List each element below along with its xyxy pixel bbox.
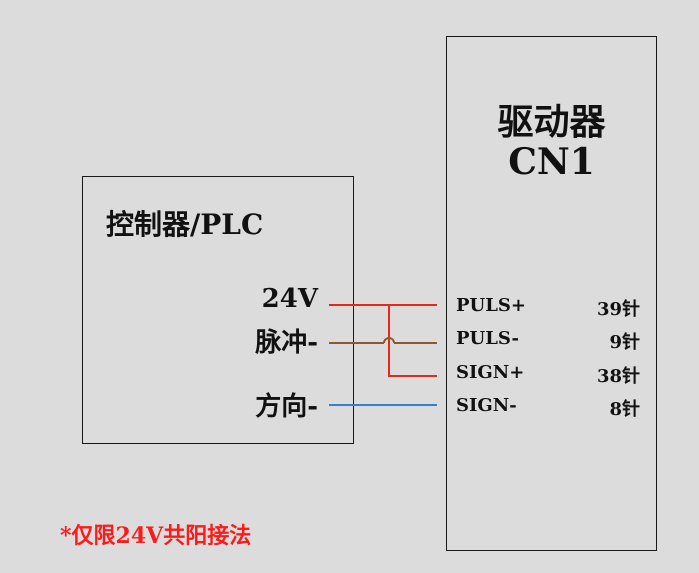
- controller-box: [82, 176, 354, 444]
- signal-sign-plus: SIGN+: [456, 362, 525, 383]
- driver-box: [446, 36, 657, 551]
- pin-puls-minus: 9针: [609, 332, 640, 353]
- signal-sign-minus: SIGN-: [456, 395, 517, 416]
- pin-puls-plus: 39针: [596, 299, 640, 320]
- pin-sign-minus: 8针: [609, 399, 640, 420]
- wire-pulse-hop: [383, 337, 395, 344]
- signal-puls-minus: PULS-: [456, 328, 520, 349]
- terminal-direction-label: 方向-: [255, 392, 318, 422]
- signal-puls-plus: PULS+: [456, 295, 526, 316]
- terminal-pulse-label: 脉冲-: [255, 328, 318, 358]
- pin-sign-plus: 38针: [596, 366, 640, 387]
- driver-title-line1: 驱动器: [497, 101, 606, 143]
- wire-24v-branch: [388, 305, 437, 377]
- driver-title: 驱动器 CN1: [446, 102, 657, 182]
- terminal-24v-label: 24V: [261, 284, 318, 314]
- driver-title-line2: CN1: [508, 141, 595, 183]
- controller-title: 控制器/PLC: [106, 208, 264, 241]
- wiring-note: *仅限24V共阳接法: [60, 523, 252, 549]
